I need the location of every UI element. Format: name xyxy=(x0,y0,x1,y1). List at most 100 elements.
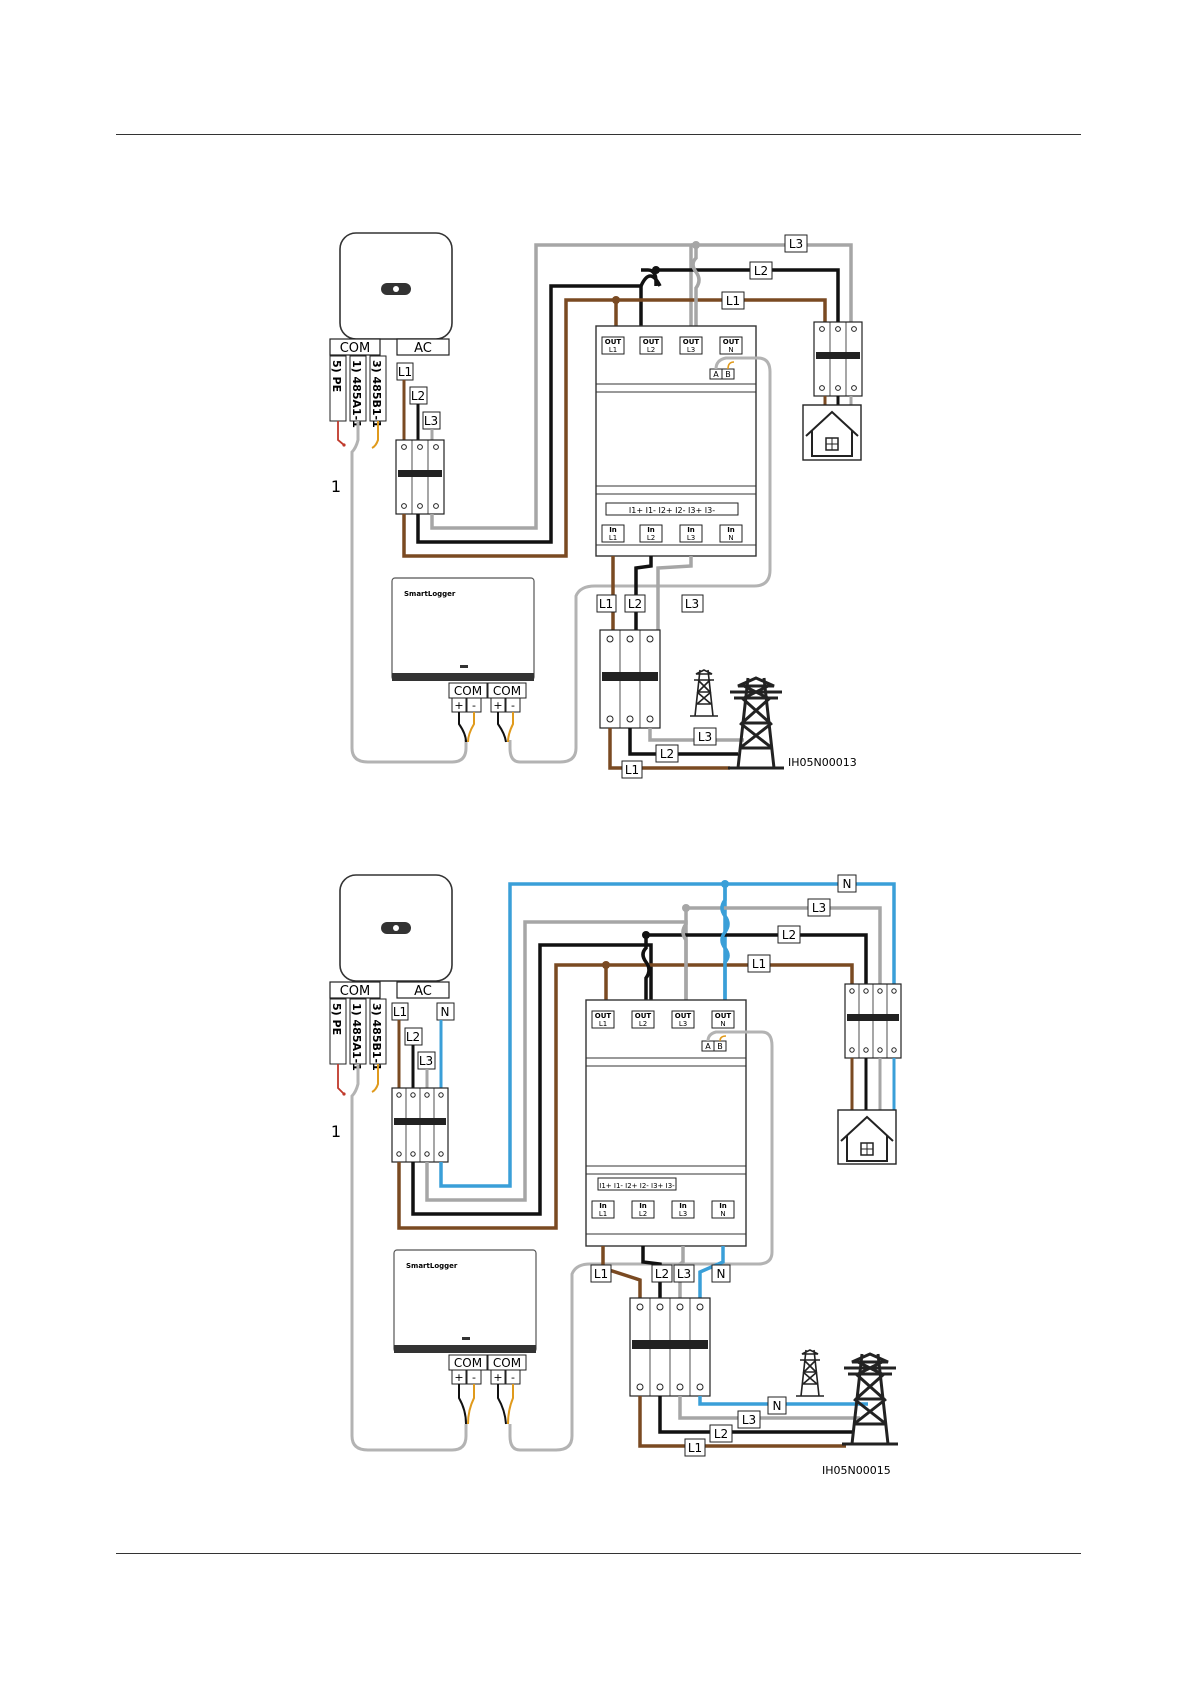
svg-text:OUT: OUT xyxy=(675,1012,692,1020)
header-rule xyxy=(116,134,1081,135)
grid-breaker xyxy=(599,629,661,729)
svg-text:OUT: OUT xyxy=(595,1012,612,1020)
load-label-l1: L1 xyxy=(726,294,740,308)
svg-text:L1: L1 xyxy=(599,1020,607,1028)
svg-text:OUT: OUT xyxy=(643,338,660,346)
com2-minus-2: - xyxy=(511,1371,515,1384)
grid2-bottom-label-n: N xyxy=(773,1399,782,1413)
smartlogger-brand: SmartLogger xyxy=(404,590,456,598)
svg-text:L2: L2 xyxy=(639,1210,647,1218)
grid-bottom-label-l2: L2 xyxy=(660,747,674,761)
power-meter xyxy=(595,325,757,557)
svg-text:In: In xyxy=(727,526,735,534)
inverter2-ac-label: AC xyxy=(414,984,432,999)
rs485b-port-label: 3) 485B1-1 xyxy=(370,360,383,428)
svg-text:L3: L3 xyxy=(687,346,695,354)
svg-text:In: In xyxy=(647,526,655,534)
inverter-com-label: COM xyxy=(340,341,371,356)
ac2-label-l1: L1 xyxy=(393,1005,407,1019)
rs485-a-terminal-2: A xyxy=(705,1042,711,1051)
com1-plus-2: + xyxy=(454,1371,463,1384)
grid2-bottom-label-l2: L2 xyxy=(714,1427,728,1441)
com1-minus: - xyxy=(472,699,476,712)
smartlogger-brand-2: SmartLogger xyxy=(406,1262,458,1270)
svg-text:OUT: OUT xyxy=(723,338,740,346)
svg-text:In: In xyxy=(599,1202,607,1210)
grid-top-label-l2: L2 xyxy=(628,597,642,611)
svg-text:L1: L1 xyxy=(609,346,617,354)
diagram-1: COM AC 5) PE 1) 485A1-1 3) 485B1-1 1 L1 … xyxy=(329,232,863,779)
svg-text:N: N xyxy=(728,346,733,354)
logger-com2-label: COM xyxy=(493,684,521,698)
figure-id-1: IH05N00013 xyxy=(788,756,857,769)
grid2-top-label-l3: L3 xyxy=(677,1267,691,1281)
ac-label-l1: L1 xyxy=(398,365,412,379)
svg-text:I1+ I1- I2+ I2- I3+ I3-: I1+ I1- I2+ I2- I3+ I3- xyxy=(629,506,715,515)
pe-port-label-2: 5) PE xyxy=(330,1003,343,1035)
svg-text:In: In xyxy=(609,526,617,534)
svg-text:OUT: OUT xyxy=(605,338,622,346)
svg-text:N: N xyxy=(728,534,733,542)
svg-text:OUT: OUT xyxy=(715,1012,732,1020)
rs485a-port-label-2: 1) 485A1-1 xyxy=(350,1003,363,1071)
grid2-bottom-label-l1: L1 xyxy=(688,1441,702,1455)
com2-plus-2: + xyxy=(493,1371,502,1384)
load2-label-l2: L2 xyxy=(782,928,796,942)
inverter2-com-label: COM xyxy=(340,984,371,999)
logger-com1-label: COM xyxy=(454,684,482,698)
rs485b-port-label-2: 3) 485B1-1 xyxy=(370,1003,383,1071)
com1-plus: + xyxy=(454,699,463,712)
com2-plus: + xyxy=(493,699,502,712)
svg-text:L3: L3 xyxy=(687,534,695,542)
callout-number: 1 xyxy=(331,477,341,496)
ac2-label-n: N xyxy=(441,1005,450,1019)
svg-text:L2: L2 xyxy=(647,534,655,542)
svg-text:L1: L1 xyxy=(599,1210,607,1218)
svg-text:OUT: OUT xyxy=(683,338,700,346)
load2-label-l3: L3 xyxy=(812,901,826,915)
svg-text:L3: L3 xyxy=(679,1210,687,1218)
svg-text:In: In xyxy=(719,1202,727,1210)
svg-text:In: In xyxy=(687,526,695,534)
grid2-top-label-n: N xyxy=(717,1267,726,1281)
svg-text:In: In xyxy=(639,1202,647,1210)
inverter-ac-breaker xyxy=(395,439,445,515)
rs485-a-terminal: A xyxy=(713,370,719,379)
svg-text:In: In xyxy=(679,1202,687,1210)
load2-label-l1: L1 xyxy=(752,957,766,971)
rs485a-port-label: 1) 485A1-1 xyxy=(350,360,363,428)
grid-bottom-label-l3: L3 xyxy=(698,730,712,744)
load-breaker xyxy=(813,321,863,397)
load-label-l2: L2 xyxy=(754,264,768,278)
grid2-top-label-l1: L1 xyxy=(594,1267,608,1281)
svg-text:L2: L2 xyxy=(639,1020,647,1028)
pe-port-label: 5) PE xyxy=(330,360,343,392)
grid-top-label-l1: L1 xyxy=(599,597,613,611)
logger2-com1-label: COM xyxy=(454,1356,482,1370)
ac-label-l3: L3 xyxy=(424,414,438,428)
rs485-b-terminal-2: B xyxy=(717,1042,723,1051)
com1-minus-2: - xyxy=(472,1371,476,1384)
ac2-label-l3: L3 xyxy=(419,1054,433,1068)
svg-text:L1: L1 xyxy=(609,534,617,542)
diagram-2: COM AC 5) PE 1) 485A1-1 3) 485B1-1 1 L1 … xyxy=(329,874,902,1477)
load2-label-n: N xyxy=(843,877,852,891)
com2-minus: - xyxy=(511,699,515,712)
inverter-ac-label: AC xyxy=(414,341,432,356)
grid2-breaker xyxy=(629,1297,711,1397)
inverter2-ac-breaker xyxy=(391,1087,449,1163)
grid2-bottom-label-l3: L3 xyxy=(742,1413,756,1427)
small-tower-icon xyxy=(689,669,719,717)
svg-text:I1+ I1- I2+ I2- I3+ I3-: I1+ I1- I2+ I2- I3+ I3- xyxy=(599,1182,675,1190)
svg-text:N: N xyxy=(720,1210,725,1218)
svg-text:OUT: OUT xyxy=(635,1012,652,1020)
ac2-label-l2: L2 xyxy=(406,1030,420,1044)
grid2-top-label-l2: L2 xyxy=(655,1267,669,1281)
load2-breaker xyxy=(844,983,902,1059)
inverter-logo-icon xyxy=(393,286,399,292)
svg-text:N: N xyxy=(720,1020,725,1028)
ac-label-l2: L2 xyxy=(411,389,425,403)
logger2-com2-label: COM xyxy=(493,1356,521,1370)
callout-number-2: 1 xyxy=(331,1122,341,1141)
